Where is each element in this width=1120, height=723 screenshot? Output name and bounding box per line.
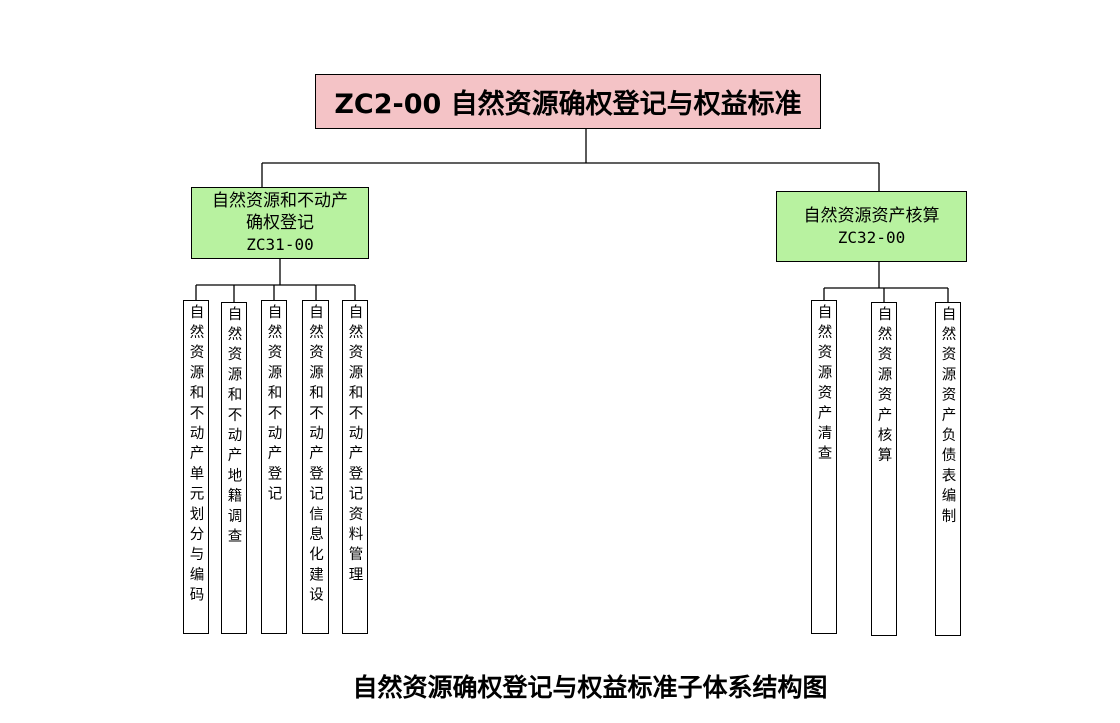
root-node: ZC2-00 自然资源确权登记与权益标准 [315,74,821,129]
leaf-label: 自然资源资产核算 [875,306,892,468]
leaf-node: 自然资源和不动产单元划分与编码 [183,300,209,634]
leaf-label: 自然资源资产清查 [815,304,832,466]
leaf-label: 自然资源资产负债表编制 [939,306,956,529]
branch-node-zc31: 自然资源和不动产 确权登记 ZC31-00 [191,187,369,259]
leaf-label: 自然资源和不动产单元划分与编码 [187,304,204,607]
branch-code: ZC31-00 [246,235,314,254]
leaf-label: 自然资源和不动产地籍调查 [225,306,242,549]
leaf-node: 自然资源和不动产登记 [261,300,287,634]
branch-label-line-1: 自然资源资产核算 [803,205,940,226]
branch-code: ZC32-00 [837,227,906,247]
leaf-label: 自然资源和不动产登记资料管理 [346,304,363,587]
figure-caption: 自然资源确权登记与权益标准子体系结构图 [352,673,828,702]
leaf-node: 自然资源和不动产登记资料管理 [342,300,368,634]
leaf-node: 自然资源资产清查 [811,300,837,634]
leaf-node: 自然资源和不动产地籍调查 [221,302,247,634]
leaf-label: 自然资源和不动产登记 [265,304,282,506]
leaf-node: 自然资源资产核算 [871,302,897,636]
branch-label-line-1: 自然资源和不动产 [212,191,348,211]
leaf-node: 自然资源和不动产登记信息化建设 [302,300,329,634]
branch-label-line-2: 确权登记 [246,213,314,233]
branch-node-zc32: 自然资源资产核算 ZC32-00 [776,191,967,262]
leaf-label: 自然资源和不动产登记信息化建设 [307,304,323,607]
leaf-node: 自然资源资产负债表编制 [935,302,961,636]
root-node-label: ZC2-00 自然资源确权登记与权益标准 [334,89,802,120]
